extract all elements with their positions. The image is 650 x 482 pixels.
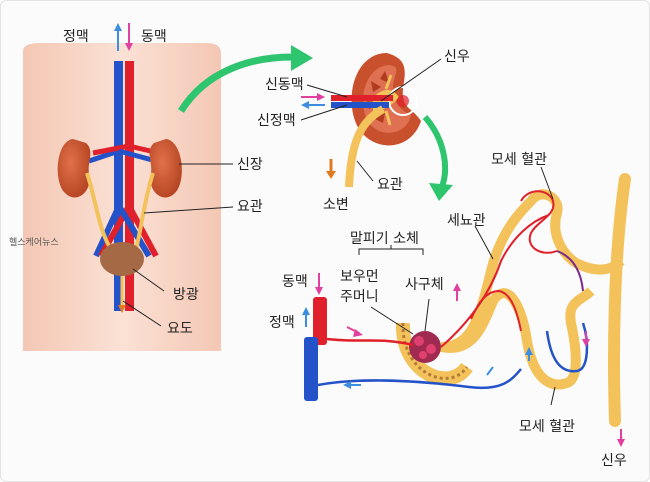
ureters — [85, 172, 155, 251]
great-vessels — [114, 61, 134, 311]
label-bowman-line2: 주머니 — [340, 289, 379, 305]
label-artery-top: 동맥 — [141, 29, 167, 45]
peritubular-vessels — [304, 190, 589, 401]
label-glomerulus: 사구체 — [405, 277, 444, 293]
kidney-section — [331, 53, 421, 188]
label-renal-vein: 신정맥 — [257, 113, 296, 129]
label-renal-artery: 신동맥 — [265, 77, 304, 93]
flow-arrow-to-kidney — [178, 45, 313, 113]
label-bowman-line1: 보우먼 — [340, 269, 379, 285]
label-ureter-kidney: 요관 — [377, 177, 403, 193]
label-capillary-top: 모세 혈관 — [491, 152, 547, 168]
kidney-leader-lines — [300, 58, 442, 182]
nephron-flow-arrows — [302, 273, 625, 447]
vessel-direction-arrows — [114, 23, 133, 51]
label-capillary-bottom: 모세 혈관 — [519, 419, 575, 435]
nephron-leader-lines — [358, 166, 556, 406]
label-renal-pelvis-bottom: 신우 — [601, 453, 627, 469]
watermark: 헬스케어뉴스 — [9, 237, 59, 248]
bladder — [100, 242, 144, 313]
label-urine: 소변 — [323, 197, 349, 213]
text-labels: 정맥 동맥 신우 신동맥 신정맥 신장 요관 소변 요관 헬스케어뉴스 방광 요… — [9, 29, 627, 469]
label-tubule: 세뇨관 — [447, 213, 486, 229]
kidney-right — [149, 139, 182, 198]
flow-arrow-to-nephron — [422, 115, 453, 201]
label-renal-pelvis: 신우 — [444, 49, 470, 65]
kidney-flow-arrows — [301, 93, 336, 179]
label-vein-detail: 정맥 — [269, 315, 295, 331]
nephron — [395, 173, 631, 427]
label-malpighian-body: 말피기 소체 — [350, 231, 419, 247]
label-artery-detail: 동맥 — [282, 274, 308, 290]
label-kidney: 신장 — [237, 157, 263, 173]
label-urethra: 요도 — [167, 321, 193, 337]
label-vein-top: 정맥 — [63, 29, 89, 45]
label-bladder: 방광 — [173, 287, 199, 303]
label-ureter-body: 요관 — [237, 199, 263, 215]
torso-leader-lines — [122, 163, 234, 327]
kidney-left — [57, 139, 91, 198]
